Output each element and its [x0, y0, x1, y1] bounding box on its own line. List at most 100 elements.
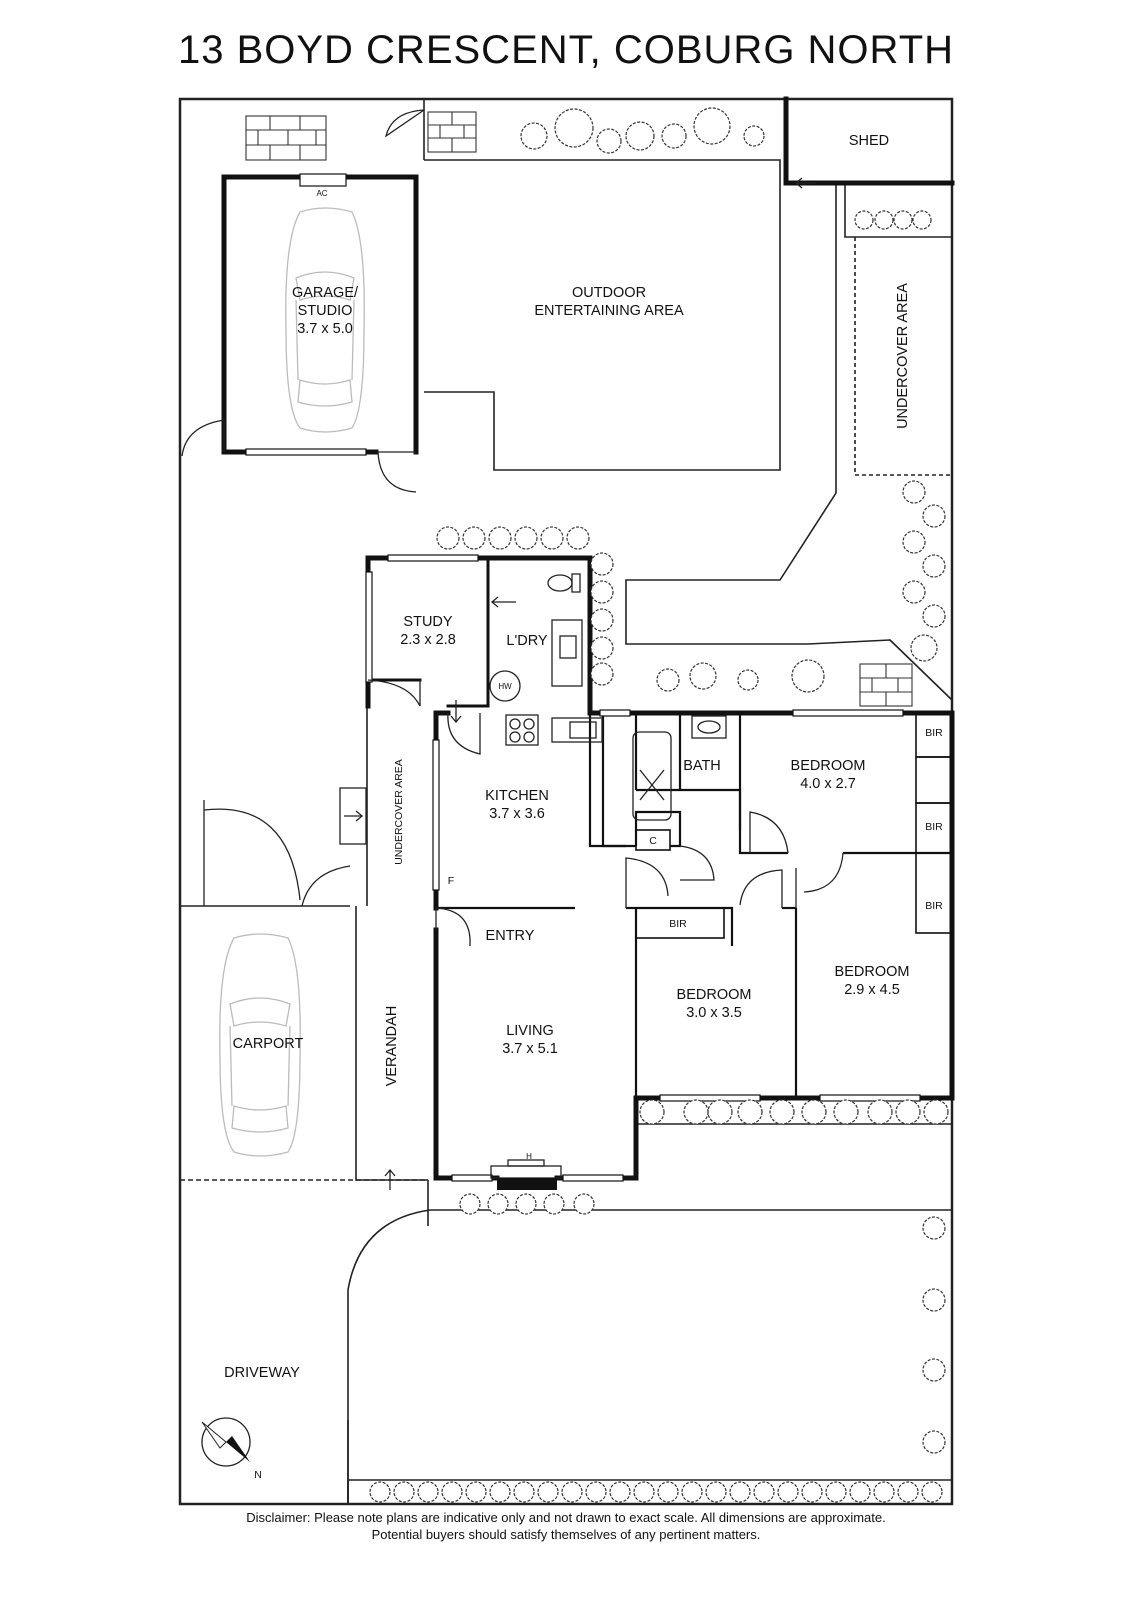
shrub — [393, 1481, 415, 1503]
disclaimer: Disclaimer: Please note plans are indica… — [0, 1509, 1132, 1543]
bedroom3-dims: 3.0 x 3.5 — [686, 1005, 742, 1021]
paver-right — [859, 663, 913, 707]
undercover-rear-outline — [854, 237, 952, 476]
carport-car — [219, 933, 301, 1157]
shrub — [657, 1481, 679, 1503]
paver-left — [245, 115, 327, 161]
garage-door — [245, 448, 367, 456]
shrub — [585, 1481, 607, 1503]
kitchen-sink — [551, 717, 603, 743]
ac-label: AC — [316, 189, 327, 198]
shrub — [369, 1481, 391, 1503]
undercover-side-label: UNDERCOVER AREA — [393, 759, 405, 865]
shrub — [515, 1193, 537, 1215]
laundry-trough — [551, 619, 583, 687]
bedroom1-dims: 4.0 x 2.7 — [800, 776, 856, 792]
window — [365, 571, 373, 683]
shrub — [922, 604, 946, 628]
verandah-outline — [355, 906, 428, 1181]
plan-title: 13 BOYD CRESCENT, COBURG NORTH — [177, 28, 955, 72]
bathtub — [632, 731, 672, 821]
garden-shrubs — [369, 107, 949, 1503]
outdoor-area-outline — [424, 159, 781, 471]
shrub — [801, 1099, 827, 1125]
disclaimer-line-2: Potential buyers should satisfy themselv… — [371, 1527, 761, 1542]
shrub — [441, 1481, 463, 1503]
shrub — [596, 128, 622, 154]
garage-dims: 3.7 x 5.0 — [297, 321, 353, 337]
shrub — [639, 1099, 665, 1125]
shrub — [590, 580, 614, 604]
study-dims: 2.3 x 2.8 — [400, 632, 456, 648]
shed-label: SHED — [849, 133, 889, 149]
cupboard-label: C — [649, 835, 657, 847]
bed1-wall — [738, 713, 788, 855]
shrub — [737, 1099, 763, 1125]
compass-north-label: N — [254, 1469, 262, 1481]
bedroom2-dims: 2.9 x 4.5 — [844, 982, 900, 998]
kitchen-dims: 3.7 x 3.6 — [489, 806, 545, 822]
outdoor-label: OUTDOOR — [572, 285, 646, 301]
shrub — [897, 1481, 919, 1503]
shrub — [777, 1481, 799, 1503]
study-label: STUDY — [403, 614, 452, 630]
shrub — [705, 1481, 727, 1503]
shrub — [895, 1099, 921, 1125]
driveway-edge — [347, 1209, 952, 1504]
laundry-label: L'DRY — [506, 633, 548, 649]
shrub — [656, 668, 680, 692]
house-wall-front — [433, 927, 500, 1181]
shrub — [874, 210, 894, 230]
bir-label: BIR — [925, 900, 943, 912]
shrub — [922, 554, 946, 578]
shrub — [543, 1193, 565, 1215]
garden-path — [625, 183, 953, 701]
carport-label: CARPORT — [233, 1036, 304, 1052]
garage-label-2: STUDIO — [298, 303, 353, 319]
shrub — [801, 1481, 823, 1503]
shrub — [520, 122, 548, 150]
shrub — [825, 1481, 847, 1503]
undercover-rear-label: UNDERCOVER AREA — [895, 283, 911, 429]
entry-label: ENTRY — [486, 928, 535, 944]
shrub — [590, 636, 614, 660]
bir-label: BIR — [925, 821, 943, 833]
rear-bed-edge — [844, 183, 952, 238]
shrub — [902, 530, 926, 554]
garage-label: GARAGE/ — [292, 285, 359, 301]
shrub — [689, 662, 717, 690]
shrub — [537, 1481, 559, 1503]
disclaimer-line-1: Disclaimer: Please note plans are indica… — [246, 1510, 886, 1525]
heater-label: H — [526, 1152, 532, 1161]
bir-bed3 — [635, 907, 725, 939]
shrub — [922, 1430, 946, 1454]
shrub — [769, 1099, 795, 1125]
shrub — [922, 1216, 946, 1240]
shrub — [590, 608, 614, 632]
shrub — [514, 526, 538, 550]
bath-wall — [680, 788, 742, 830]
shrub — [465, 1481, 487, 1503]
garage-wall — [221, 174, 419, 455]
shrub — [683, 1099, 709, 1125]
shrub — [912, 210, 932, 230]
hot-water-unit — [489, 670, 521, 702]
bedroom1-label: BEDROOM — [791, 758, 866, 774]
vanity — [691, 715, 727, 739]
ac-unit — [299, 173, 347, 187]
shrub — [573, 1193, 595, 1215]
shrub — [487, 1193, 509, 1215]
cupboard-c — [635, 829, 671, 851]
shed-wall — [783, 96, 955, 186]
shrub — [625, 121, 655, 151]
shrub — [561, 1481, 583, 1503]
shrub — [590, 662, 614, 686]
toilet — [547, 574, 573, 592]
shrub — [489, 1481, 511, 1503]
garage-car — [285, 207, 365, 433]
shrub — [743, 125, 765, 147]
shrub — [737, 669, 759, 691]
shrub — [540, 526, 564, 550]
shrub — [921, 1481, 943, 1503]
